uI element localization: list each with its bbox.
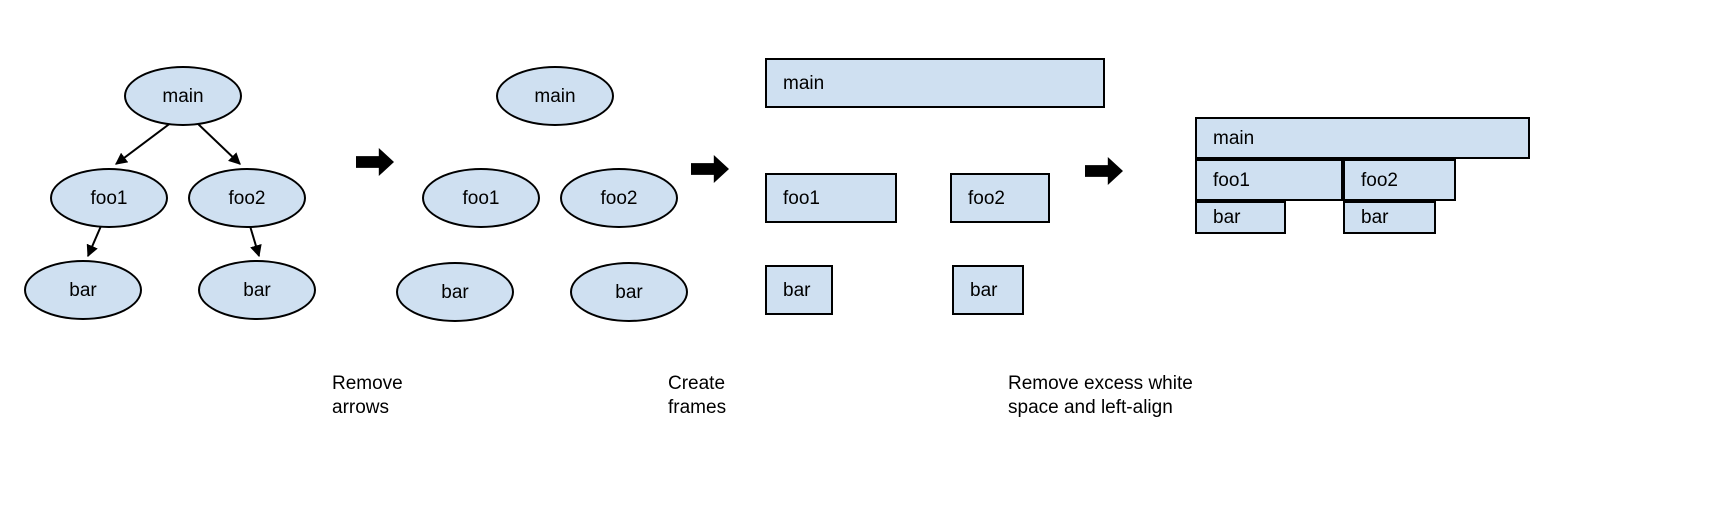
panel-tree-with-arrows-node-main: main bbox=[124, 66, 242, 126]
node-label: foo2 bbox=[968, 187, 1005, 209]
node-label: main bbox=[162, 85, 204, 107]
edge-main-to-foo2 bbox=[195, 121, 241, 165]
step-arrow-3 bbox=[1085, 157, 1123, 185]
node-label: foo2 bbox=[1361, 169, 1398, 191]
node-label: foo2 bbox=[228, 187, 266, 209]
step-arrow-2 bbox=[691, 155, 729, 183]
panel-frames-node-bar-left: bar bbox=[765, 265, 833, 315]
node-label: main bbox=[1213, 127, 1255, 149]
node-label: foo2 bbox=[600, 187, 638, 209]
caption-remove-excess-white-space: Remove excess white space and left-align bbox=[1008, 373, 1193, 418]
panel-ellipses-no-arrows-node-foo1: foo1 bbox=[422, 168, 540, 228]
node-label: bar bbox=[1361, 207, 1389, 228]
edge-main-to-foo1 bbox=[115, 121, 173, 165]
node-label: bar bbox=[970, 279, 998, 301]
panel-ellipses-no-arrows-node-foo2: foo2 bbox=[560, 168, 678, 228]
panel-packed-frames-node-bar-right: bar bbox=[1343, 201, 1436, 234]
panel-frames-node-foo2: foo2 bbox=[950, 173, 1050, 223]
node-label: foo1 bbox=[90, 187, 128, 209]
panel-ellipses-no-arrows-node-bar-left: bar bbox=[396, 262, 514, 322]
node-label: bar bbox=[441, 281, 469, 303]
node-label: bar bbox=[69, 279, 97, 301]
node-label: foo1 bbox=[783, 187, 820, 209]
node-label: main bbox=[783, 72, 825, 94]
node-label: bar bbox=[243, 279, 271, 301]
edge-foo2-to-bar-right bbox=[249, 225, 262, 258]
panel-frames-node-main: main bbox=[765, 58, 1105, 108]
panel-ellipses-no-arrows-node-bar-right: bar bbox=[570, 262, 688, 322]
node-label: main bbox=[534, 85, 576, 107]
panel-frames-node-foo1: foo1 bbox=[765, 173, 897, 223]
panel-ellipses-no-arrows-node-main: main bbox=[496, 66, 614, 126]
caption-remove-arrows: Remove arrows bbox=[332, 373, 403, 418]
panel-packed-frames-node-bar-left: bar bbox=[1195, 201, 1286, 234]
node-label: bar bbox=[1213, 207, 1241, 228]
panel-packed-frames-node-main: main bbox=[1195, 117, 1530, 159]
panel-frames-node-bar-right: bar bbox=[952, 265, 1024, 315]
panel-tree-with-arrows-node-foo2: foo2 bbox=[188, 168, 306, 228]
panel-tree-with-arrows-node-bar-left: bar bbox=[24, 260, 142, 320]
panel-packed-frames-node-foo2: foo2 bbox=[1343, 159, 1456, 201]
panel-tree-with-arrows-node-bar-right: bar bbox=[198, 260, 316, 320]
node-label: foo1 bbox=[1213, 169, 1250, 191]
caption-create-frames: Create frames bbox=[668, 373, 727, 418]
node-label: bar bbox=[615, 281, 643, 303]
node-label: bar bbox=[783, 279, 811, 301]
node-label: foo1 bbox=[462, 187, 500, 209]
edge-foo1-to-bar-left bbox=[86, 225, 102, 258]
step-arrow-1 bbox=[356, 148, 394, 176]
panel-packed-frames-node-foo1: foo1 bbox=[1195, 159, 1343, 201]
panel-tree-with-arrows-node-foo1: foo1 bbox=[50, 168, 168, 228]
